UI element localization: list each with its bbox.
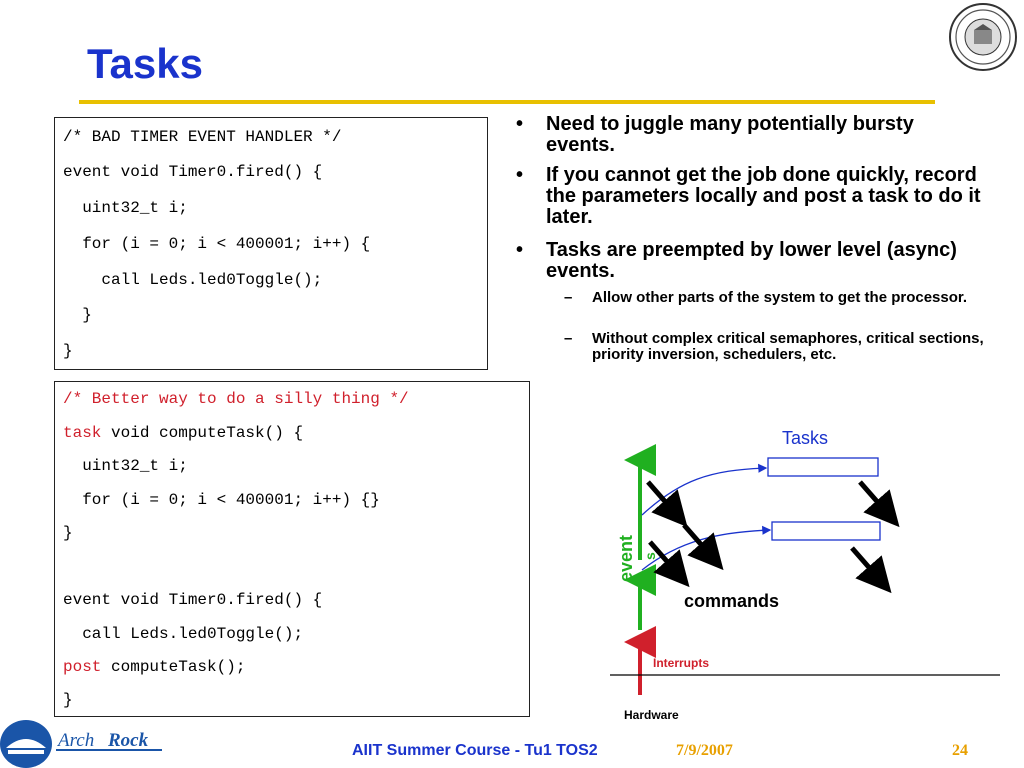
code-line: } (63, 342, 73, 360)
task-box-2 (771, 521, 881, 541)
code-line: event void Timer0.fired() { (63, 163, 323, 181)
bullet-marker: • (516, 239, 524, 261)
hardware-label: Hardware (624, 708, 679, 722)
bullet-marker: • (516, 113, 524, 135)
footer-course-title: AIIT Summer Course - Tu1 TOS2 (352, 742, 598, 759)
code-line: uint32_t i; (63, 199, 188, 217)
footer-date: 7/9/2007 (676, 742, 733, 759)
code-comment: /* Better way to do a silly thing */ (63, 390, 409, 408)
better-task-code-box: /* Better way to do a silly thing */ tas… (54, 381, 530, 717)
code-text: computeTask(); (101, 658, 246, 676)
sub-bullet-marker: – (564, 289, 573, 306)
command-arrow (682, 523, 724, 571)
archrock-logo-icon: Arch Rock (0, 720, 162, 768)
bad-handler-code-box: /* BAD TIMER EVENT HANDLER */ event void… (54, 117, 488, 370)
bullet-text: Tasks are preempted by lower level (asyn… (546, 239, 957, 282)
code-text: void computeTask() { (101, 424, 304, 442)
task-box-1 (767, 457, 879, 477)
code-line: call Leds.led0Toggle(); (63, 271, 323, 289)
code-line: } (63, 524, 73, 542)
events-suffix: s (642, 552, 658, 560)
code-line: event void Timer0.fired() { (63, 591, 323, 609)
code-line: /* BAD TIMER EVENT HANDLER */ (63, 128, 342, 146)
university-seal-icon (949, 3, 1017, 71)
task-keyword: task (63, 424, 102, 442)
interrupts-label: Interrupts (653, 656, 709, 670)
command-arrow (646, 480, 688, 528)
page-number: 24 (952, 742, 968, 759)
title-underline (79, 100, 935, 104)
sub-bullet-text: Without complex critical semaphores, cri… (592, 330, 984, 363)
page-title: Tasks (87, 40, 203, 87)
code-line: for (i = 0; i < 400001; i++) {} (63, 491, 380, 509)
command-arrow (858, 480, 900, 528)
code-line: for (i = 0; i < 400001; i++) { (63, 235, 371, 253)
bullet-text: Need to juggle many potentially bursty e… (546, 113, 914, 156)
post-keyword: post (63, 658, 102, 676)
code-line: uint32_t i; (63, 457, 188, 475)
post-task-arrow-1 (641, 463, 768, 516)
logo-text-rock: Rock (107, 730, 149, 751)
code-line: } (63, 691, 73, 709)
command-arrow (648, 540, 690, 588)
code-line: task void computeTask() { (63, 424, 303, 442)
bullet-marker: • (516, 164, 524, 186)
task-event-diagram: Tasks event s commands Interrupts Hardwa… (610, 428, 1000, 722)
events-label: event (616, 535, 636, 582)
bullet-text: If you cannot get the job done quickly, … (546, 164, 981, 228)
commands-label: commands (684, 591, 779, 611)
code-line: call Leds.led0Toggle(); (63, 625, 304, 643)
code-line: post computeTask(); (63, 658, 245, 676)
logo-text-arch: Arch (56, 730, 94, 751)
sub-bullet-text: Allow other parts of the system to get t… (592, 289, 968, 306)
code-line: } (63, 306, 92, 324)
command-arrow (850, 546, 892, 594)
tasks-label: Tasks (782, 428, 828, 448)
sub-bullet-marker: – (564, 330, 573, 347)
